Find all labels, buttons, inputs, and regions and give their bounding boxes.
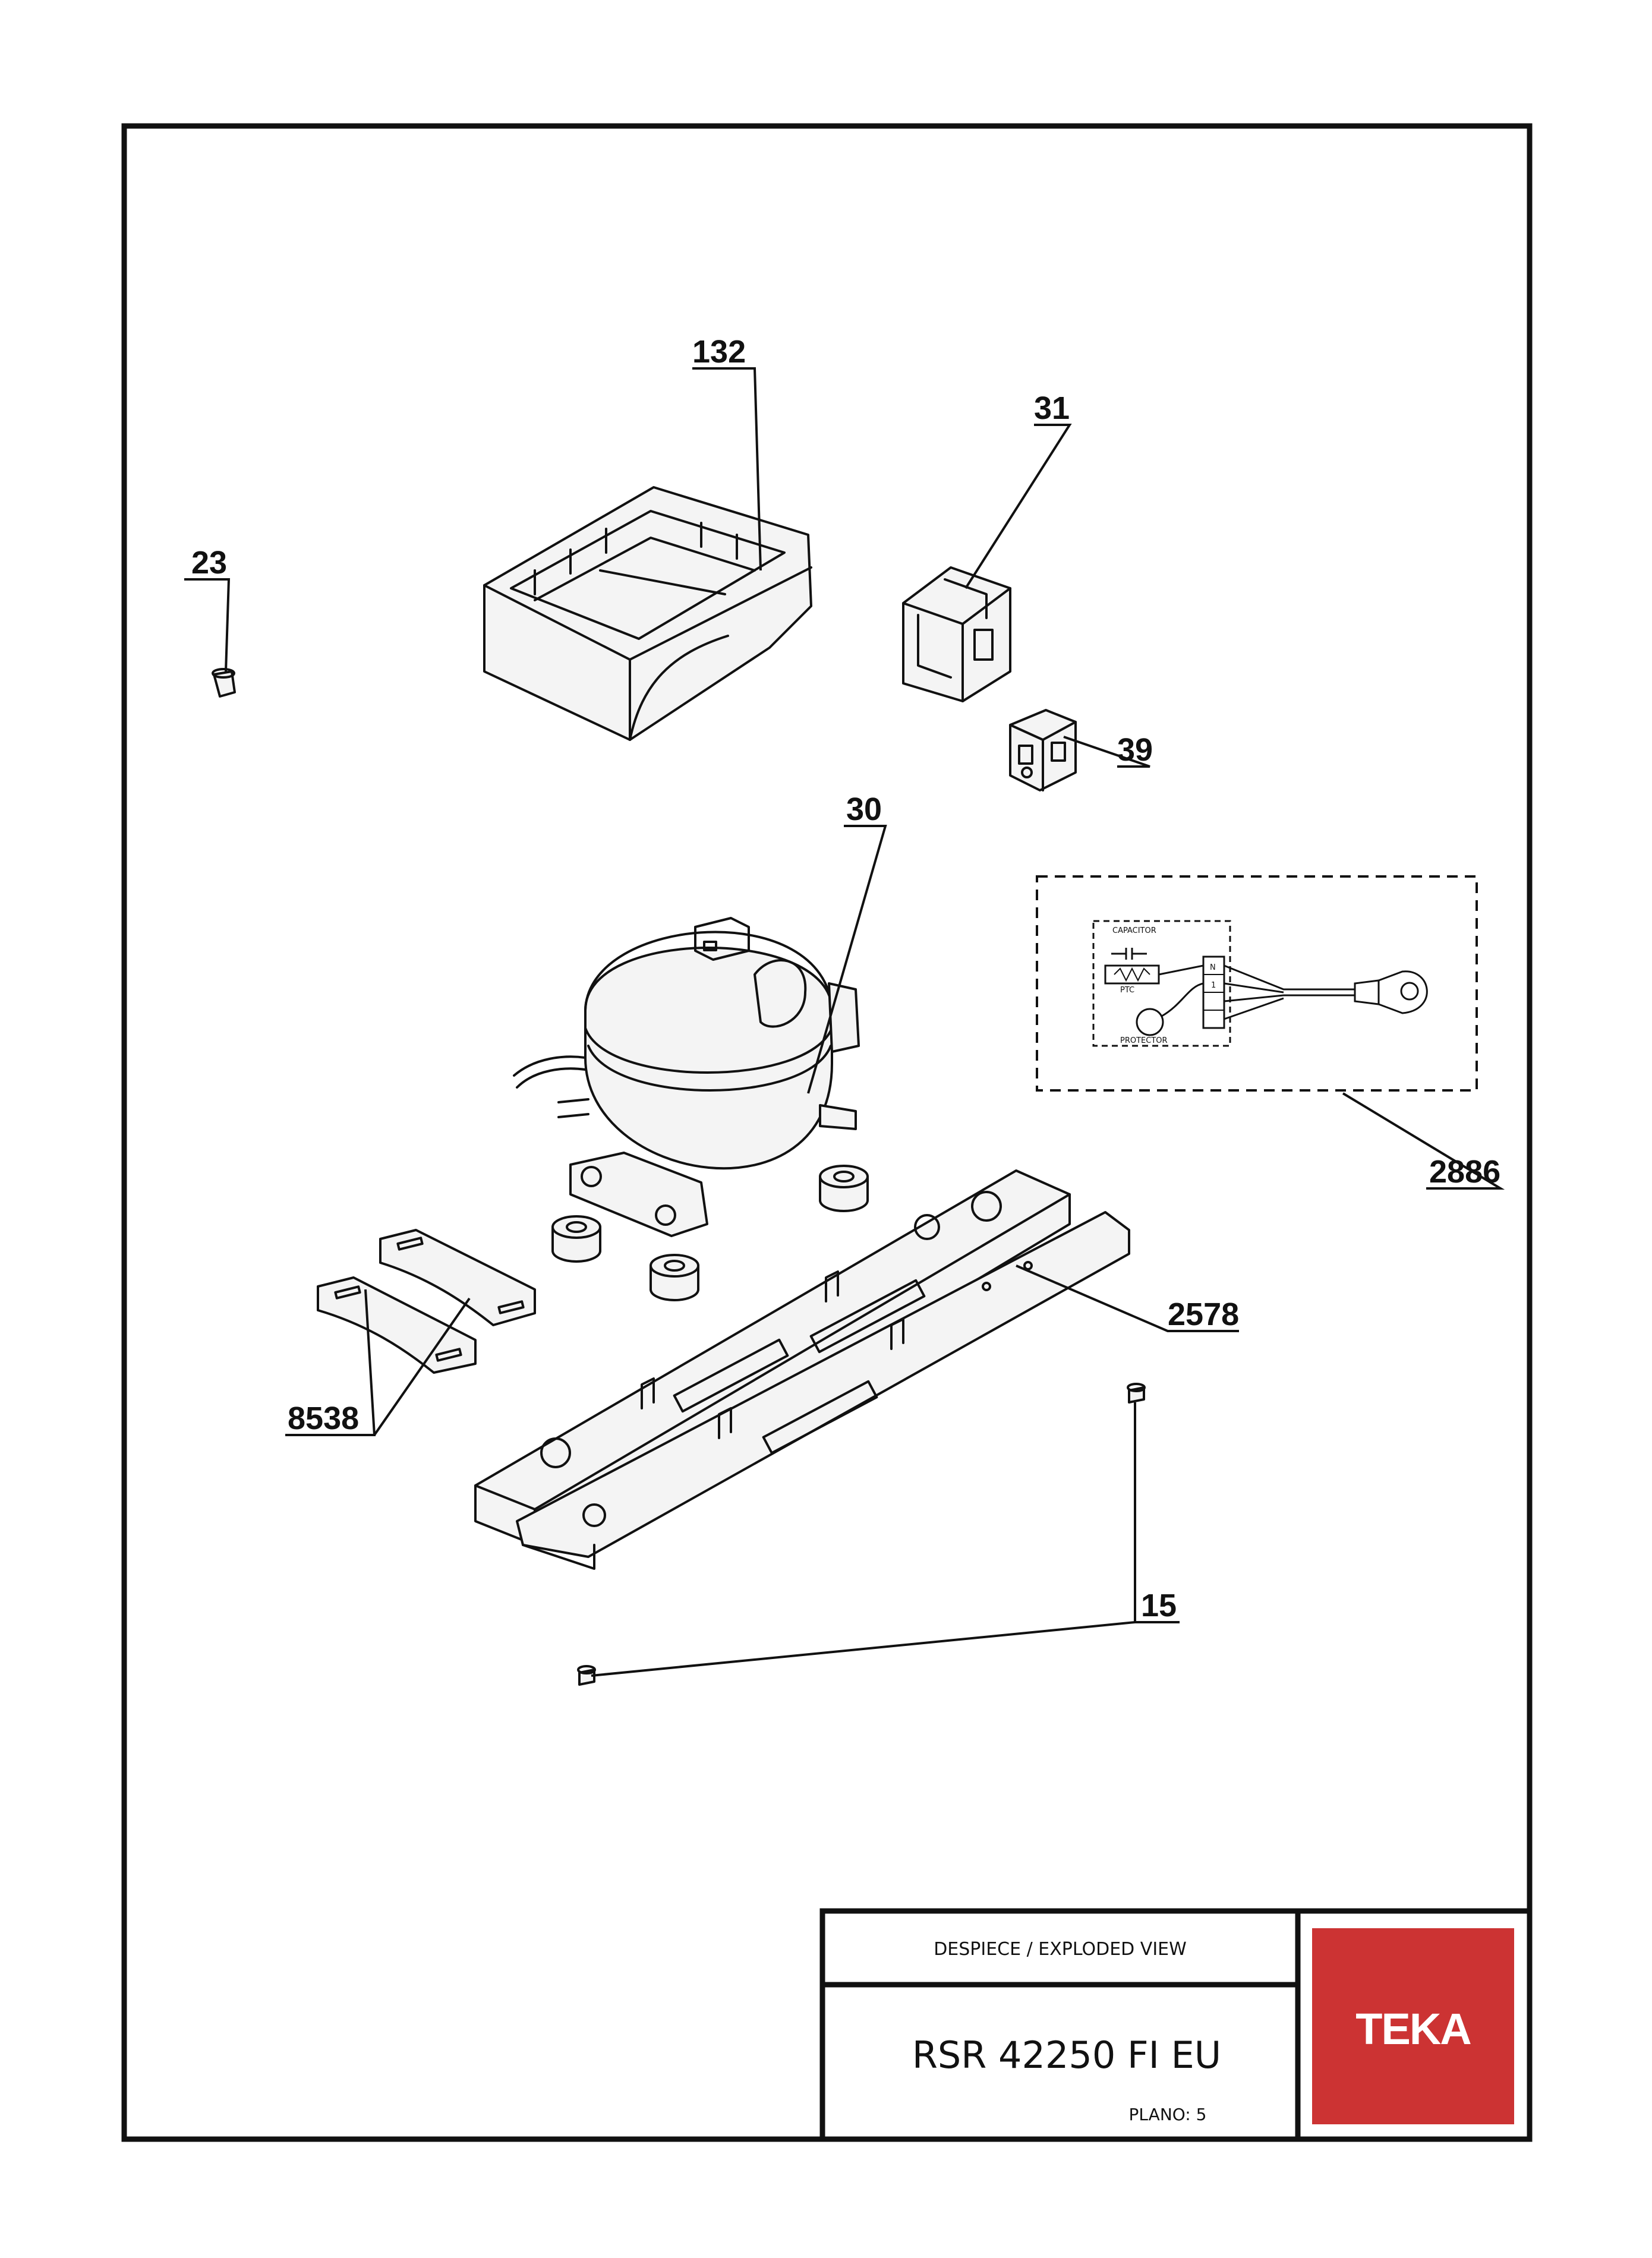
part-15-screws bbox=[577, 1383, 1146, 1686]
callout-8538: 8538 bbox=[288, 1401, 359, 1436]
callout-132: 132 bbox=[692, 334, 746, 370]
title-block-header: DESPIECE / EXPLODED VIEW bbox=[934, 1939, 1187, 1960]
callout-39: 39 bbox=[1117, 732, 1153, 768]
callout-2578: 2578 bbox=[1168, 1297, 1239, 1332]
title-block-plano: PLANO: 5 bbox=[1129, 2105, 1207, 2124]
rubber-grommets bbox=[551, 1165, 869, 1301]
callout-23: 23 bbox=[191, 545, 227, 581]
part-2886-wiring-harness: CAPACITOR PTC PROTECTOR N 1 bbox=[1036, 875, 1478, 1092]
part-31-relay-cover bbox=[902, 566, 1011, 702]
teka-logo: TEKA bbox=[1355, 2004, 1471, 2054]
wiring-capacitor-label: CAPACITOR bbox=[1112, 926, 1156, 935]
title-block: DESPIECE / EXPLODED VIEW RSR 42250 FI EU… bbox=[819, 1908, 1533, 2142]
wiring-protector-label: PROTECTOR bbox=[1120, 1036, 1168, 1045]
part-23-plug bbox=[212, 668, 236, 698]
wiring-terminal-1: 1 bbox=[1211, 981, 1216, 990]
callouts: 132 31 23 39 30 2886 2578 8538 15 bbox=[191, 334, 1500, 1623]
teka-logo-box bbox=[1312, 1928, 1514, 2124]
part-8538-pads bbox=[317, 1229, 536, 1374]
wiring-dashed-box bbox=[1036, 875, 1478, 1092]
leader-lines bbox=[184, 367, 1505, 1677]
part-30-compressor bbox=[513, 917, 860, 1237]
wiring-terminal-n: N bbox=[1210, 963, 1216, 972]
callout-15: 15 bbox=[1141, 1588, 1177, 1623]
callout-31: 31 bbox=[1034, 390, 1070, 426]
part-39-start-relay bbox=[1009, 709, 1077, 791]
callout-30: 30 bbox=[846, 791, 882, 827]
part-2578-base-rails bbox=[474, 1169, 1130, 1570]
wiring-ptc-label: PTC bbox=[1120, 986, 1134, 995]
callout-2886: 2886 bbox=[1429, 1154, 1500, 1190]
part-132-base-tray bbox=[483, 486, 812, 741]
title-block-model: RSR 42250 FI EU bbox=[912, 2033, 1221, 2077]
drawing-frame bbox=[121, 123, 1533, 2142]
